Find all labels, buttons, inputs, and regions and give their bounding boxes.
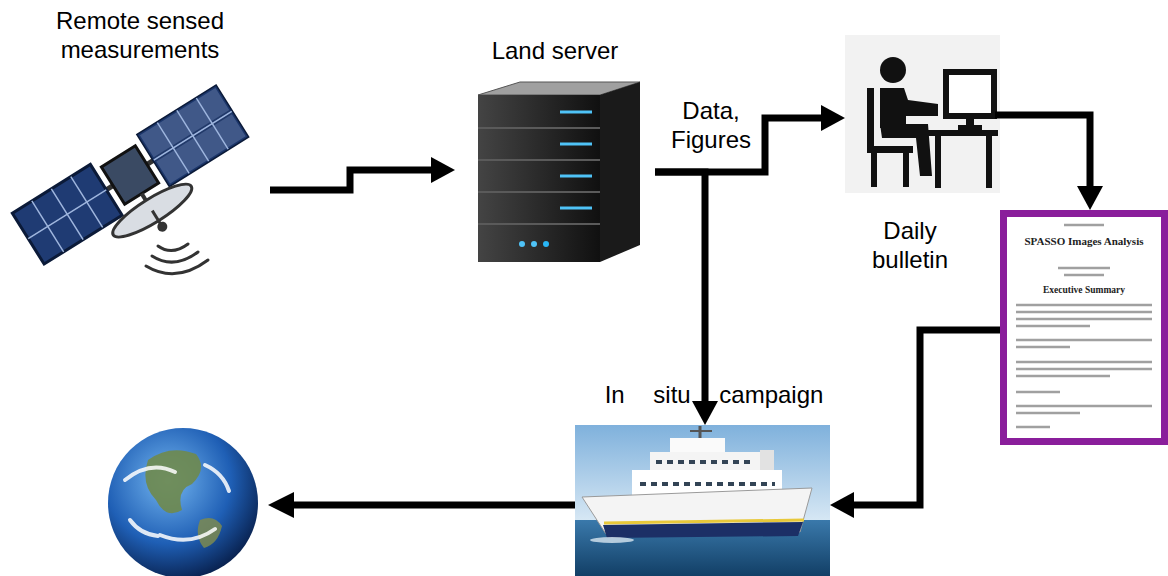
edge-label: Data, Figures: [665, 97, 757, 155]
connector: [830, 330, 1000, 518]
arrow-head: [830, 492, 854, 518]
connector-line: [852, 330, 1000, 505]
server-illustration: [478, 82, 640, 262]
ship-photo: [575, 425, 830, 576]
server-node: Land server: [455, 35, 655, 270]
signal-waves: [146, 244, 208, 274]
node-label: In situ campaign: [605, 381, 824, 410]
arrow-head: [1077, 186, 1103, 210]
bulletin-page: [1000, 210, 1168, 445]
arrow-head: [821, 105, 845, 131]
operator-illustration: [845, 35, 1000, 193]
arrow-head: [431, 157, 455, 183]
earth-illustration: [108, 428, 575, 576]
satellite-illustration: [12, 86, 266, 295]
operator-node: Daily bulletin: [845, 35, 995, 279]
bulletin-document: SPASSO Images AnalysisExecutive Summary: [1000, 210, 1168, 445]
node-label: Daily bulletin: [845, 217, 975, 275]
connector-line: [655, 172, 705, 403]
connector: [995, 115, 1103, 210]
node-label: Land server: [455, 37, 655, 66]
connector-line: [270, 170, 433, 190]
ship-photo-node: In situ campaign: [575, 425, 830, 576]
connector: [270, 157, 455, 190]
document-heading: Executive Summary: [1010, 285, 1158, 296]
document-title: SPASSO Images Analysis: [1010, 235, 1158, 249]
satellite-node: Remote sensed measurements: [10, 5, 270, 290]
node-label: Remote sensed measurements: [10, 7, 270, 65]
connector-line: [995, 115, 1090, 188]
